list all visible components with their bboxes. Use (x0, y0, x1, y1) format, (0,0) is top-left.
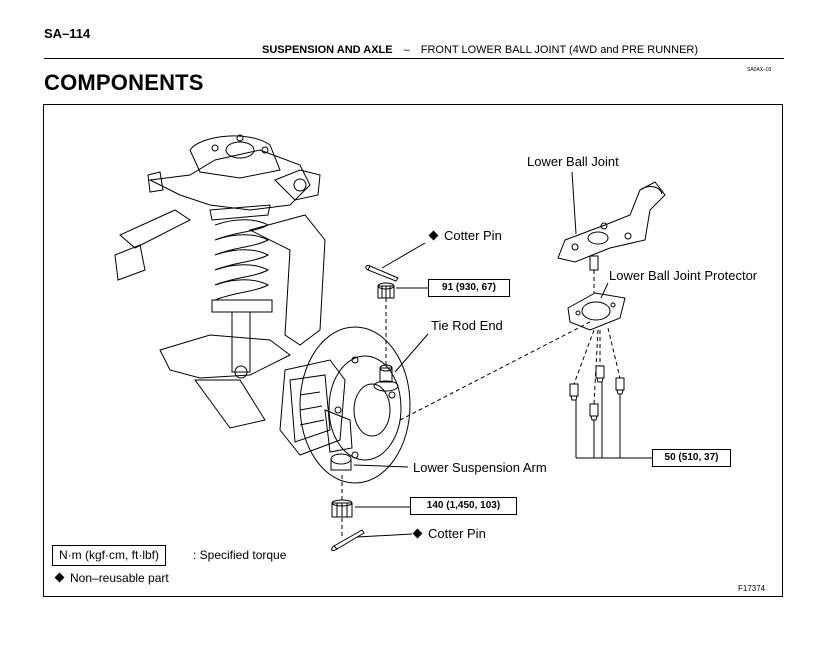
cotter-pin-bottom-icon (331, 529, 365, 552)
figure-number: F17374 (738, 584, 766, 593)
header-rule (44, 58, 784, 59)
page-title: COMPONENTS (44, 70, 204, 95)
label-cotter-pin-bottom-text: Cotter Pin (428, 526, 486, 541)
steering-knuckle (279, 326, 411, 484)
assembly-guide-lines (341, 270, 621, 538)
tie-rod-castle-nut (377, 282, 395, 299)
torque-tie-rod-nut: 91 (930, 67) (428, 279, 510, 297)
non-reusable-diamond-icon (412, 528, 423, 539)
non-reusable-diamond-icon (54, 572, 65, 583)
upper-control-arm (147, 134, 321, 211)
ball-joint-protector-part (567, 292, 626, 331)
diagram-frame (43, 104, 783, 597)
ball-joint-castle-nut (331, 499, 353, 518)
cotter-pin-top-icon (365, 265, 399, 282)
legend-torque-desc: : Specified torque (193, 548, 287, 562)
legend-non-reusable-text: Non–reusable part (70, 571, 169, 585)
header-separator: – (403, 44, 410, 56)
document-code: SA0AX–03 (747, 67, 772, 73)
label-lower-suspension-arm: Lower Suspension Arm (413, 460, 547, 475)
legend-non-reusable: Non–reusable part (54, 571, 169, 585)
coil-spring (209, 204, 273, 379)
page-header: SUSPENSION AND AXLE–FRONT LOWER BALL JOI… (262, 44, 698, 56)
label-cotter-pin-top-text: Cotter Pin (444, 228, 502, 243)
lower-ball-joint-part (557, 181, 666, 271)
leader-lines (353, 171, 652, 538)
section-name: SUSPENSION AND AXLE (262, 44, 393, 56)
torque-ball-joint-nut: 140 (1,450, 103) (410, 497, 517, 515)
label-lower-ball-joint: Lower Ball Joint (527, 154, 619, 169)
legend-torque-unit: N·m (kgf·cm, ft·lbf) (52, 545, 166, 566)
label-cotter-pin-top: Cotter Pin (428, 228, 502, 243)
vehicle-frame (114, 209, 326, 429)
label-cotter-pin-bottom: Cotter Pin (412, 526, 486, 541)
label-tie-rod-end: Tie Rod End (431, 318, 503, 333)
label-lower-ball-joint-protector: Lower Ball Joint Protector (609, 268, 758, 283)
torque-ball-joint-bolts: 50 (510, 37) (652, 449, 731, 467)
ball-joint-bolts (569, 365, 625, 421)
page-number: SA–114 (44, 26, 91, 41)
tie-rod-end-stud (373, 364, 399, 392)
non-reusable-diamond-icon (428, 230, 439, 241)
section-subject: FRONT LOWER BALL JOINT (4WD and PRE RUNN… (420, 44, 699, 56)
